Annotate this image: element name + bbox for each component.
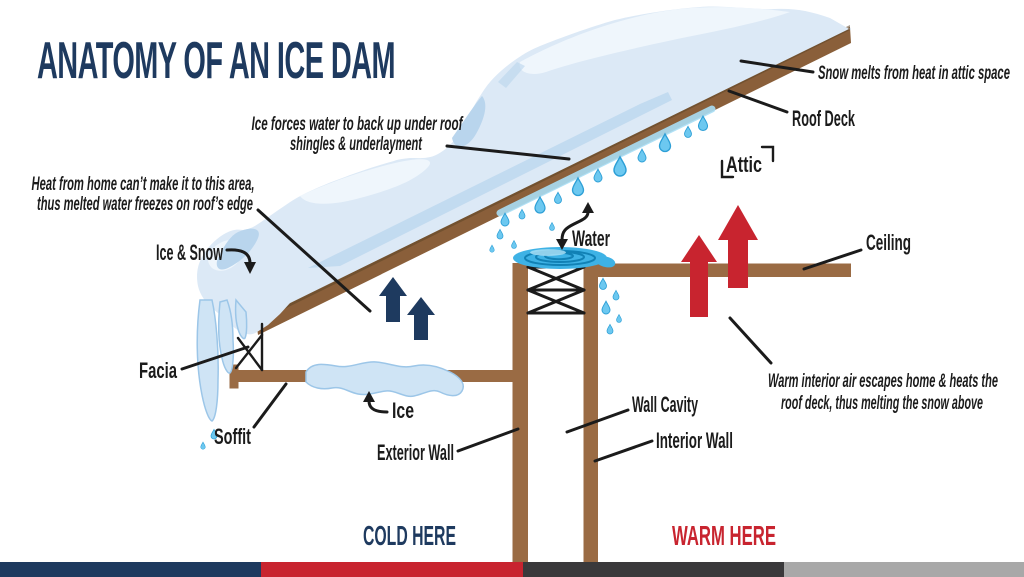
snow-shadow	[452, 96, 486, 147]
annotation-ice-forces-line1: Ice forces water to back up under roof	[252, 114, 464, 135]
label-ice-snow: Ice & Snow	[156, 240, 224, 265]
label-wall-cavity: Wall Cavity	[632, 392, 698, 417]
cold-air-arrows	[379, 277, 435, 340]
ceiling-beam	[598, 263, 851, 277]
water-pool	[513, 247, 616, 269]
label-ice: Ice	[392, 398, 414, 423]
page-title: ANATOMY OF AN ICE DAM	[37, 32, 395, 90]
leader-exterior-wall	[456, 427, 520, 453]
leader-roof-deck	[727, 89, 789, 114]
annotation-warm-air-line2: roof deck, thus melting the snow above	[781, 393, 983, 414]
snow-pack	[197, 6, 852, 335]
annotation-warm-air-line1: Warm interior air escapes home & heats t…	[768, 371, 998, 392]
water-down-arrowhead-icon	[556, 239, 568, 250]
label-water: Water	[572, 226, 610, 251]
leader-facia	[180, 345, 250, 371]
melt-water	[489, 105, 716, 253]
ice-snow-curved-arrow-icon	[225, 248, 252, 265]
label-interior-wall: Interior Wall	[656, 428, 733, 453]
label-exterior-wall: Exterior Wall	[377, 440, 454, 465]
soffit-ice	[305, 361, 464, 398]
warm-up-arrow-icon	[681, 235, 717, 317]
attic-bracket-right	[760, 145, 775, 163]
annotation-ice-forces-line2: shingles & underlayment	[290, 134, 422, 155]
snow-shadow-streak	[308, 92, 672, 268]
bar-segment-gray	[784, 562, 1024, 577]
attic-bracket-left	[720, 159, 735, 179]
snow-highlight	[300, 159, 431, 204]
snow-shadow-streak	[498, 62, 525, 88]
bar-segment-red	[261, 562, 523, 577]
leader-soffit	[252, 382, 288, 429]
leader-snow-melts	[739, 59, 815, 74]
water-up-arrowhead-icon	[582, 202, 594, 213]
annotation-snow-melts: Snow melts from heat in attic space	[818, 63, 1010, 84]
icicles	[196, 298, 248, 450]
fascia-brace	[234, 322, 264, 372]
bar-segment-navy	[0, 562, 261, 577]
label-ceiling: Ceiling	[866, 230, 911, 255]
icicle	[234, 298, 248, 340]
ice-snow-arrowhead-icon	[244, 262, 256, 274]
annotation-heat-line2: thus melted water freezes on roof’s edge	[37, 194, 253, 215]
leader-ceiling	[802, 248, 863, 271]
label-roof-deck: Roof Deck	[792, 106, 855, 131]
pool-overflow	[596, 256, 616, 268]
leader-heat	[256, 208, 372, 313]
melt-streak	[496, 105, 716, 217]
zone-label-cold: COLD HERE	[363, 520, 456, 551]
label-soffit: Soffit	[214, 424, 251, 449]
leader-ice-forces	[445, 144, 571, 161]
leader-wall-cavity	[565, 408, 630, 434]
label-facia: Facia	[139, 358, 178, 383]
soffit-end-cap	[229, 364, 239, 389]
zone-label-warm: WARM HERE	[672, 520, 776, 551]
ice-bent-arrow-icon	[367, 399, 389, 414]
roof-deck-face	[256, 27, 851, 335]
leader-warm-air	[728, 316, 773, 365]
leader-interior-wall	[593, 439, 654, 463]
attic-brackets	[720, 145, 775, 179]
warm-up-arrow-icon	[718, 205, 758, 288]
ice-arrowhead-icon	[363, 391, 375, 402]
interior-wall-post	[583, 263, 598, 562]
warm-air-arrows	[681, 205, 758, 317]
bottom-bar	[0, 562, 1024, 577]
cold-up-arrow-icon	[407, 297, 435, 340]
bar-segment-charcoal	[523, 562, 784, 577]
pool-highlight	[530, 249, 566, 256]
snow-highlight	[519, 7, 790, 74]
cold-up-arrow-icon	[379, 277, 407, 322]
annotation-heat-line1: Heat from home can’t make it to this are…	[32, 174, 255, 195]
exterior-wall-post	[512, 263, 528, 562]
water-s-arrow-icon	[560, 210, 590, 242]
label-attic: Attic	[726, 152, 762, 177]
leader-lines	[180, 59, 863, 463]
pointer-arrows	[225, 202, 594, 414]
